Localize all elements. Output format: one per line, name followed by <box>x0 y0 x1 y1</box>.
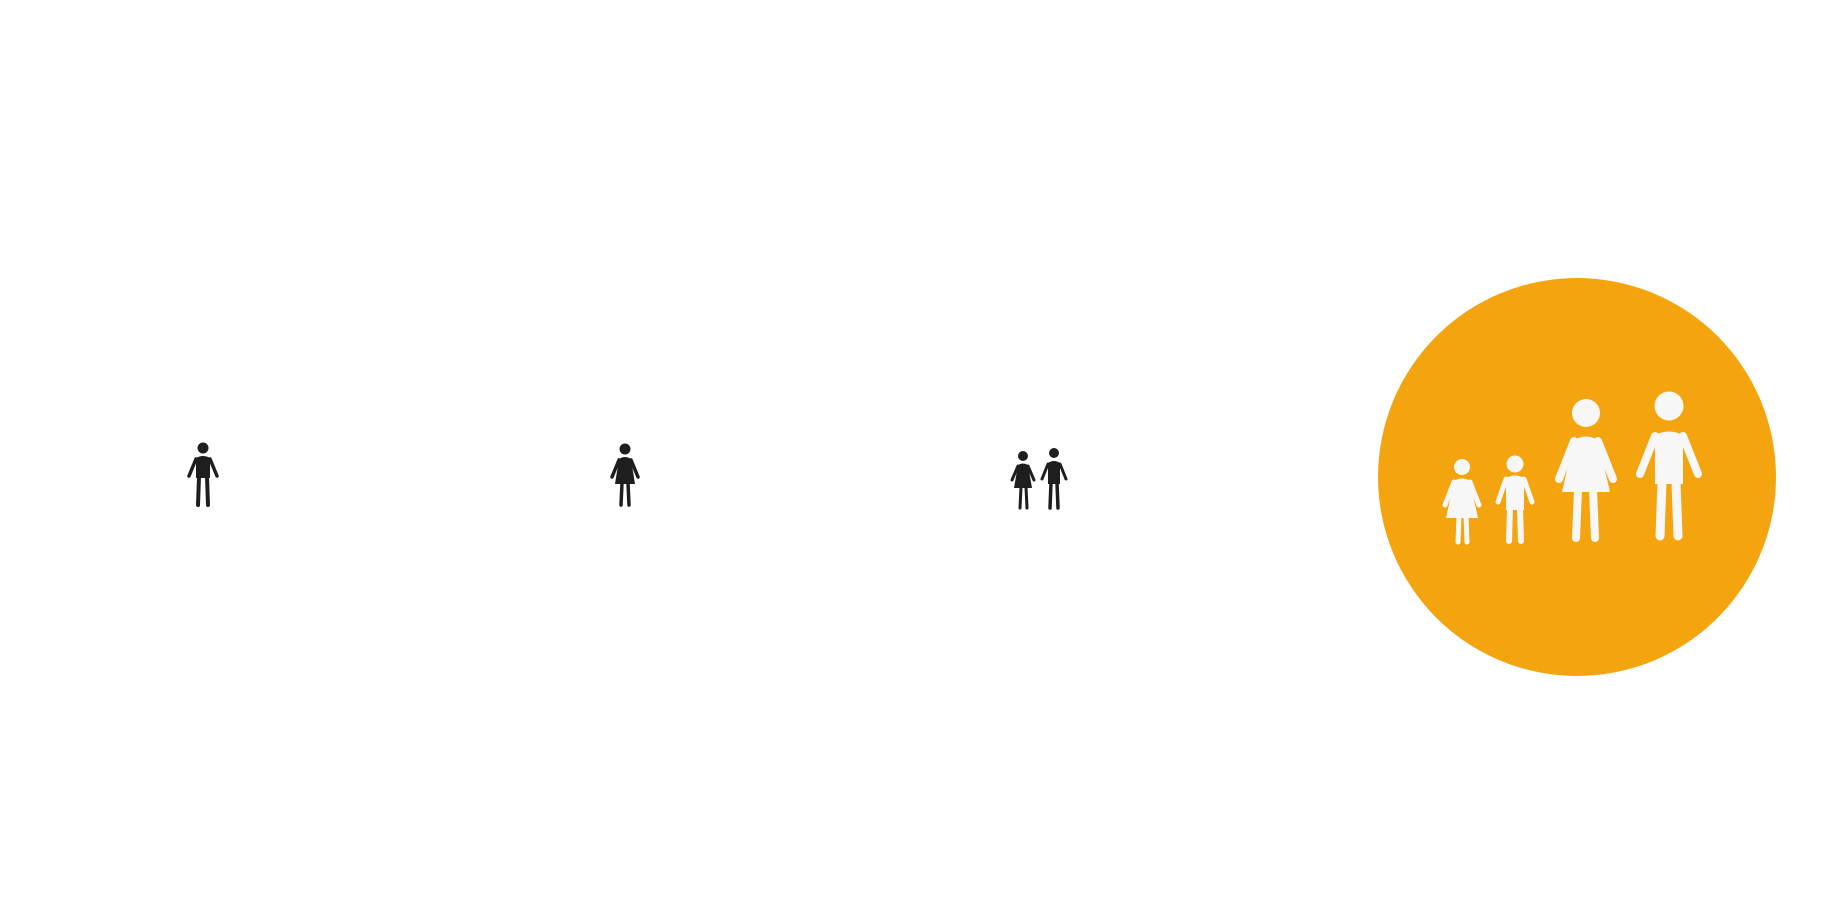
family-icon <box>1442 391 1702 545</box>
two-children-icon <box>1010 448 1068 510</box>
family-option[interactable] <box>1378 278 1776 676</box>
single-female-option[interactable] <box>604 442 646 512</box>
two-children-option[interactable] <box>1006 446 1076 516</box>
male-person-icon <box>187 442 219 507</box>
single-male-option[interactable] <box>182 440 224 510</box>
female-person-icon <box>610 443 640 507</box>
